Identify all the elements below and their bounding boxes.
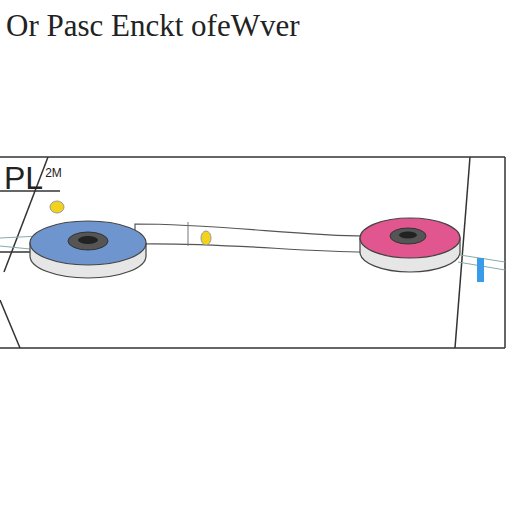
part-label: 2M xyxy=(45,166,62,180)
diagram-title: Or Pasc Enckt ofeWver xyxy=(6,8,300,44)
part-label: PL xyxy=(4,160,43,197)
blue-disc xyxy=(30,221,146,278)
pink-disc xyxy=(360,218,460,272)
